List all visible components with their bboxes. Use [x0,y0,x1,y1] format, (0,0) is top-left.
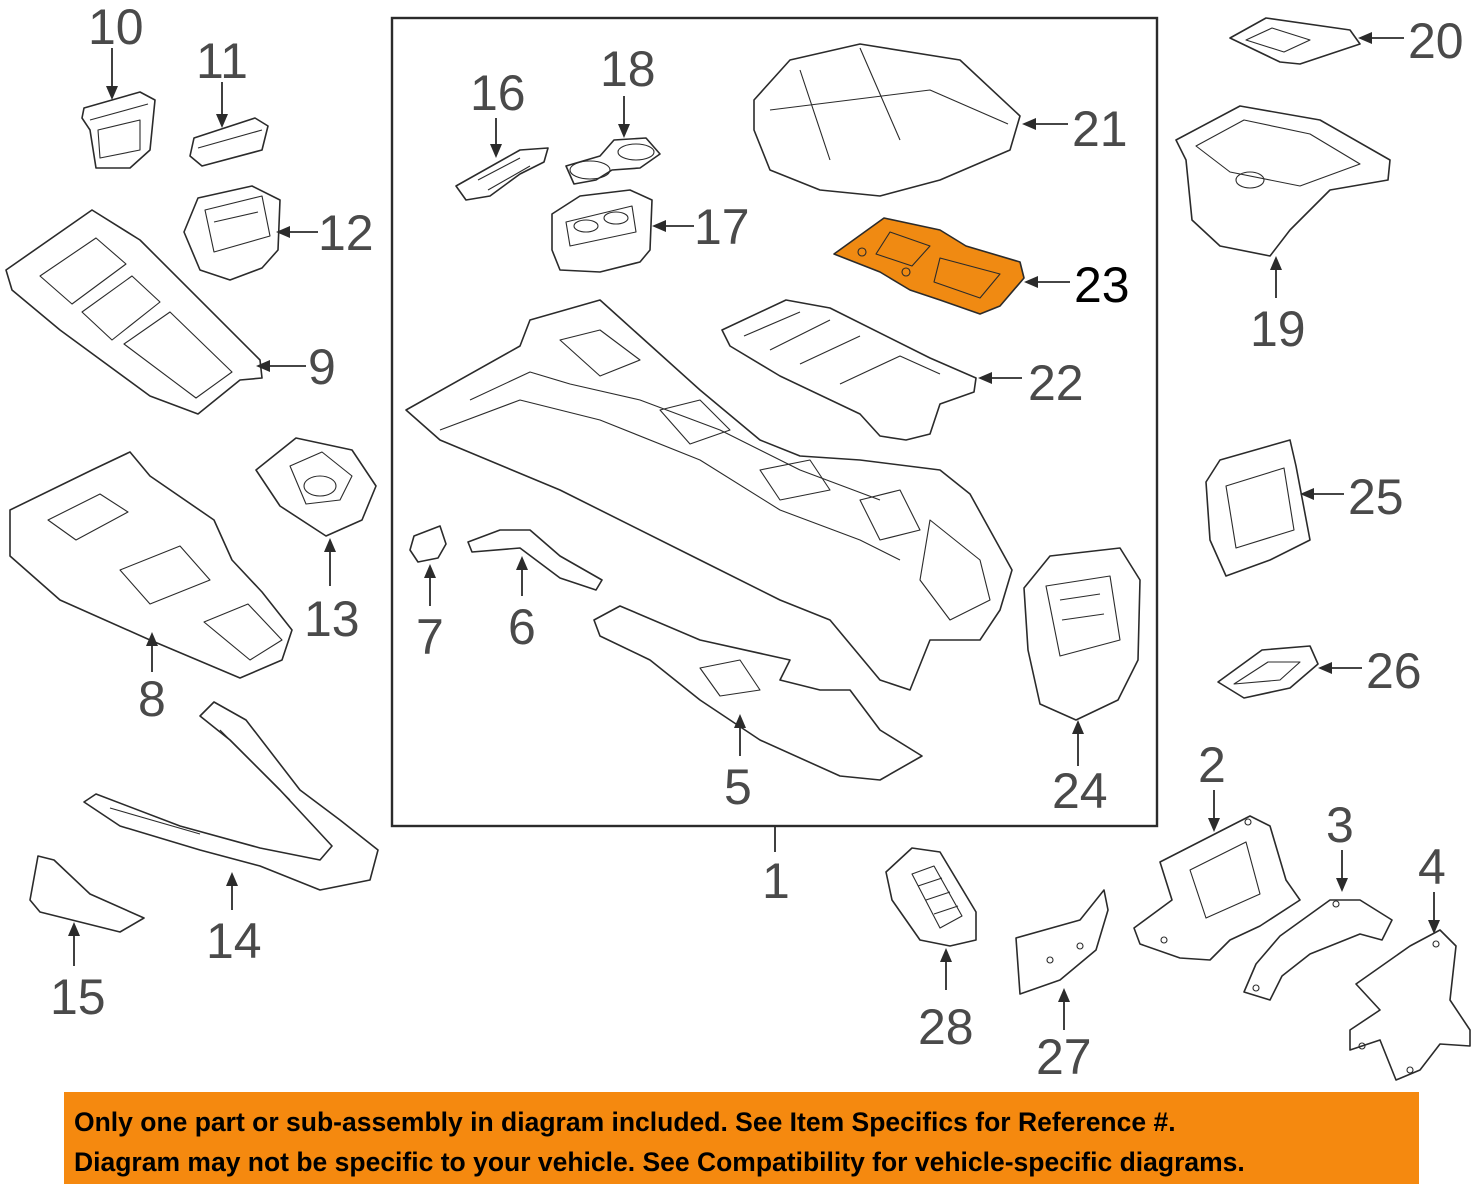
part-27-shape[interactable] [1015,889,1109,995]
part-14-shape[interactable] [83,701,379,891]
callout-3: 3 [1326,797,1354,853]
callout-11: 11 [196,33,248,89]
callout-18: 18 [600,41,656,97]
part-28-shape[interactable] [885,847,977,947]
callout-13: 13 [304,591,360,647]
part-5-shape[interactable] [593,605,923,781]
callout-16: 16 [470,65,526,121]
callout-20: 20 [1408,13,1464,69]
part-19-shape[interactable] [1175,105,1391,257]
part-22-shape[interactable] [721,299,977,441]
callout-2: 2 [1198,737,1226,793]
callout-10: 10 [88,0,144,55]
callout-15: 15 [50,969,106,1025]
part-1-console-body[interactable] [405,299,1013,691]
part-23-shape[interactable] [833,217,1025,315]
callout-25: 25 [1348,469,1404,525]
callout-4: 4 [1418,839,1446,895]
part-12-shape[interactable] [183,185,281,281]
part-25-shape[interactable] [1205,439,1311,577]
callout-22: 22 [1028,355,1084,411]
part-24-shape[interactable] [1023,547,1141,721]
parts-diagram: 10 11 12 9 13 8 7 6 5 16 18 17 21 23 22 … [5,0,1471,1085]
part-21-shape[interactable] [753,43,1021,197]
callout-27: 27 [1036,1029,1092,1085]
callout-19: 19 [1250,301,1306,357]
callout-26: 26 [1366,643,1422,699]
callout-17: 17 [694,199,750,255]
part-4-shape[interactable] [1349,929,1471,1081]
callout-21: 21 [1072,101,1128,157]
part-17-shape[interactable] [551,189,653,273]
callout-12: 12 [318,205,374,261]
disclaimer-banner: Only one part or sub-assembly in diagram… [64,1092,1419,1184]
part-6-shape[interactable] [467,529,603,591]
part-15-shape[interactable] [29,855,145,933]
callout-24: 24 [1052,763,1108,819]
part-16-shape[interactable] [455,147,549,201]
part-2-shape[interactable] [1133,815,1301,961]
callout-9: 9 [308,339,336,395]
part-10-shape[interactable] [81,91,156,169]
disclaimer-line-2: Diagram may not be specific to your vehi… [74,1147,1245,1177]
part-26-shape[interactable] [1217,645,1319,699]
callout-14: 14 [206,913,262,969]
part-8-shape[interactable] [9,451,293,679]
callout-7: 7 [416,609,444,665]
part-20-shape[interactable] [1229,17,1361,65]
callout-28: 28 [918,999,974,1055]
part-3-shape[interactable] [1243,899,1393,1001]
part-11-shape[interactable] [189,117,269,167]
part-13-shape[interactable] [255,437,377,537]
callout-23: 23 [1074,257,1130,313]
callout-5: 5 [724,759,752,815]
part-18-shape[interactable] [565,137,661,185]
callout-1: 1 [762,853,790,909]
part-7-shape[interactable] [409,525,447,563]
callout-8: 8 [138,671,166,727]
callout-6: 6 [508,599,536,655]
disclaimer-line-1: Only one part or sub-assembly in diagram… [74,1107,1176,1137]
part-9-shape[interactable] [5,209,263,415]
